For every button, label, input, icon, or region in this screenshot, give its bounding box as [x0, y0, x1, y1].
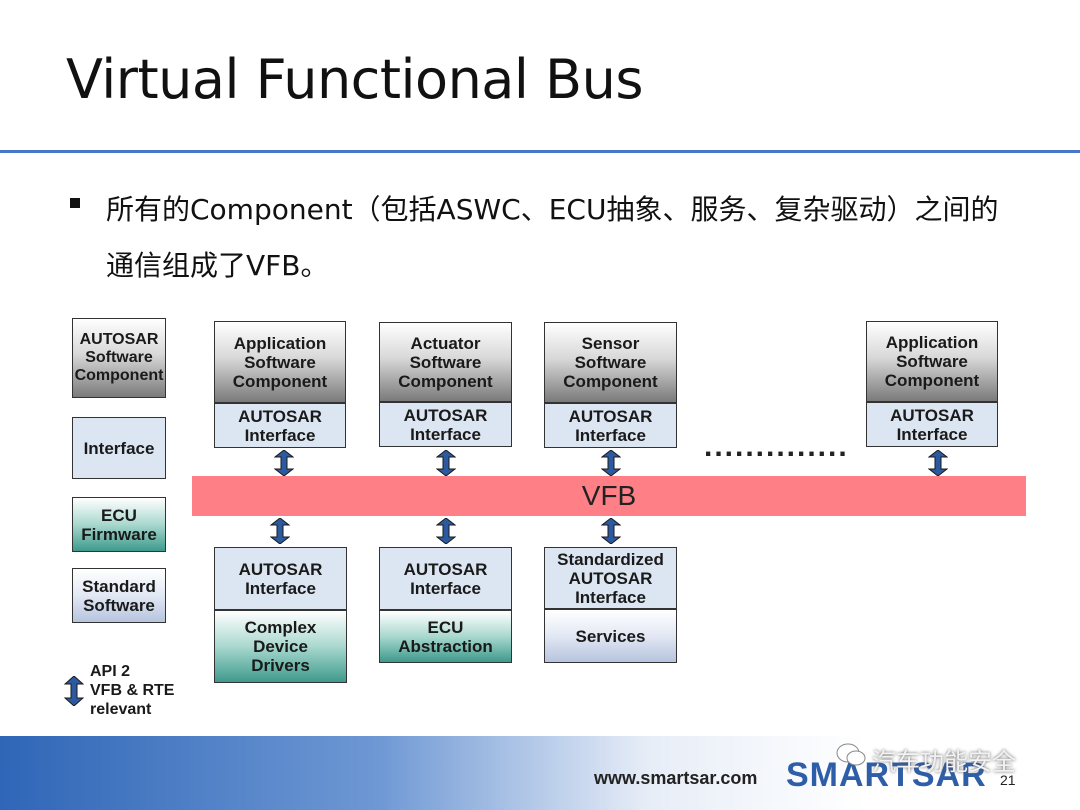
double-arrow-icon [436, 518, 456, 544]
footer-band [0, 736, 1080, 810]
double-arrow-icon [270, 518, 290, 544]
slide-title: Virtual Functional Bus [66, 48, 643, 111]
double-arrow-icon [601, 518, 621, 544]
legend-double-arrow-icon [64, 676, 84, 706]
ellipsis: .............. [704, 430, 849, 463]
legend-swc: AUTOSAR Software Component [72, 318, 166, 398]
services: Services [544, 609, 677, 663]
top-interface-3: AUTOSAR Interface [544, 403, 677, 448]
top-swc-4: Application Software Component [866, 321, 998, 402]
bullet-marker [70, 198, 80, 208]
top-interface-4: AUTOSAR Interface [866, 402, 998, 447]
ecu-abstraction: ECU Abstraction [379, 610, 512, 663]
top-swc-1: Application Software Component [214, 321, 346, 403]
top-interface-1: AUTOSAR Interface [214, 403, 346, 448]
legend-arrow-note: API 2 VFB & RTE relevant [90, 663, 175, 718]
legend-ecu-firmware: ECU Firmware [72, 497, 166, 552]
page-number: 21 [1000, 772, 1016, 788]
bottom-interface-3: Standardized AUTOSAR Interface [544, 547, 677, 609]
double-arrow-icon [928, 450, 948, 476]
legend-standard-software: Standard Software [72, 568, 166, 623]
wechat-account-name: 汽车功能安全 [872, 748, 1016, 776]
double-arrow-icon [436, 450, 456, 476]
top-swc-2: Actuator Software Component [379, 322, 512, 402]
footer-url: www.smartsar.com [594, 768, 758, 788]
double-arrow-icon [274, 450, 294, 476]
complex-device-drivers: Complex Device Drivers [214, 610, 347, 683]
vfb-bar: VFB [192, 476, 1026, 516]
double-arrow-icon [601, 450, 621, 476]
wechat-icon [836, 743, 866, 766]
top-swc-3: Sensor Software Component [544, 322, 677, 403]
legend-interface: Interface [72, 417, 166, 479]
title-divider [0, 150, 1080, 153]
smartsar-logo: SMARTSAR [786, 756, 987, 794]
bottom-interface-2: AUTOSAR Interface [379, 547, 512, 610]
top-interface-2: AUTOSAR Interface [379, 402, 512, 447]
bottom-interface-1: AUTOSAR Interface [214, 547, 347, 610]
bullet-text: 所有的Component（包括ASWC、ECU抽象、服务、复杂驱动）之间的通信组… [106, 193, 999, 282]
